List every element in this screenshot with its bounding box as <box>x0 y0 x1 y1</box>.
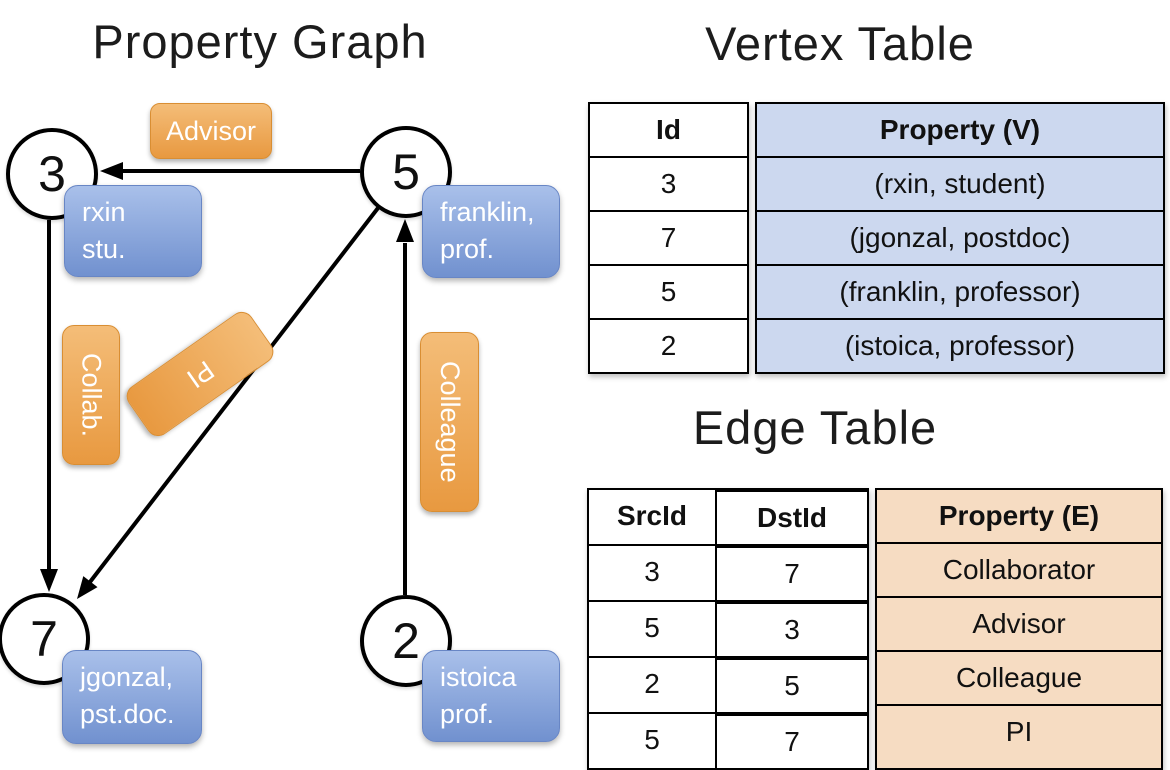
node-id-label: 5 <box>392 144 420 200</box>
edge-row-src: 3 <box>644 556 660 587</box>
edge-label-collab: Collab. <box>62 325 120 465</box>
vertex-row-id: 3 <box>590 156 747 210</box>
vertex-row-property: (franklin, professor) <box>757 264 1163 318</box>
edge-row-dst: 7 <box>715 546 867 600</box>
graph-node-2: 2 <box>360 595 452 687</box>
edge-table-title: Edge Table <box>692 401 938 454</box>
vertex-card-line1: istoica <box>440 662 517 692</box>
edge-label-text: Collab. <box>76 352 107 438</box>
column-header-srcid: SrcId <box>616 500 688 531</box>
edge-label-text: PI <box>181 354 220 395</box>
edge-table-row: 2 5 <box>589 656 867 712</box>
vertex-card-line1: franklin, <box>440 197 535 227</box>
vertex-card-line2: stu. <box>82 234 126 265</box>
vertex-row-property: (rxin, student) <box>757 156 1163 210</box>
edge-row-property: Collaborator <box>877 542 1161 596</box>
edge-label-advisor: Advisor <box>150 103 272 159</box>
vertex-card-jgonzal: jgonzal, pst.doc. <box>62 650 202 744</box>
edge-row-dst: 7 <box>715 714 867 768</box>
vertex-card-line1: rxin <box>82 197 126 227</box>
edge-row-dst: 3 <box>715 602 867 656</box>
vertex-table-property-column: Property (V) (rxin, student) (jgonzal, p… <box>755 102 1165 374</box>
arrowhead-pi <box>77 576 98 599</box>
node-id-label: 3 <box>38 146 66 202</box>
column-header-dstid: DstId <box>715 490 867 544</box>
vertex-row-property: (istoica, professor) <box>757 318 1163 372</box>
column-header-property-e: Property (E) <box>938 500 1100 531</box>
node-id-label: 2 <box>392 613 420 669</box>
edge-table-row: 5 3 <box>589 600 867 656</box>
edge-row-property: PI <box>877 704 1161 758</box>
vertex-table-id-column: Id 3 7 5 2 <box>588 102 749 374</box>
vertex-card-line1: jgonzal, <box>80 662 174 692</box>
edge-table-row: 3 7 <box>589 544 867 600</box>
edge-label-text: Advisor <box>165 115 257 146</box>
edge-row-src: 5 <box>644 612 660 643</box>
edge-table-header-row: SrcId DstId <box>589 490 867 544</box>
edge-table-row: 5 7 <box>589 712 867 768</box>
edge-line-pi <box>88 206 380 584</box>
edge-table: SrcId DstId 3 7 5 3 2 5 5 7 Property (E)… <box>587 488 1163 770</box>
edge-table-property-column: Property (E) Collaborator Advisor Collea… <box>875 488 1163 770</box>
vertex-card-line2: prof. <box>440 234 495 265</box>
arrowhead-advisor <box>100 162 123 180</box>
column-header-property-v: Property (V) <box>879 114 1041 145</box>
property-graph-title: Property Graph <box>92 15 428 68</box>
arrowhead-colleague <box>396 219 414 242</box>
node-id-label: 7 <box>30 611 58 667</box>
graph-edges-svg <box>40 162 414 599</box>
vertex-row-property: (jgonzal, postdoc) <box>757 210 1163 264</box>
edge-row-src: 2 <box>644 668 660 699</box>
edge-row-property: Colleague <box>877 650 1161 704</box>
edge-table-ids-column: SrcId DstId 3 7 5 3 2 5 5 7 <box>587 488 869 770</box>
vertex-card-istoica: istoica prof. <box>422 650 560 742</box>
column-header-id: Id <box>656 114 681 145</box>
edge-label-colleague: Colleague <box>420 332 479 512</box>
vertex-card-line2: pst.doc. <box>80 699 175 730</box>
edge-row-dst: 5 <box>715 658 867 712</box>
vertex-row-id: 7 <box>590 210 747 264</box>
vertex-card-line2: prof. <box>440 699 495 730</box>
vertex-table-title: Vertex Table <box>705 17 975 70</box>
vertex-table: Id 3 7 5 2 Property (V) (rxin, student) … <box>588 102 1165 374</box>
vertex-row-id: 5 <box>590 264 747 318</box>
vertex-card-franklin: franklin, prof. <box>422 185 560 278</box>
edge-row-property: Advisor <box>877 596 1161 650</box>
edge-label-text: Colleague <box>435 361 465 483</box>
vertex-card-rxin: rxin stu. <box>64 185 202 277</box>
arrowhead-collaborator <box>40 569 58 592</box>
vertex-row-id: 2 <box>590 318 747 372</box>
edge-row-src: 5 <box>644 724 660 755</box>
